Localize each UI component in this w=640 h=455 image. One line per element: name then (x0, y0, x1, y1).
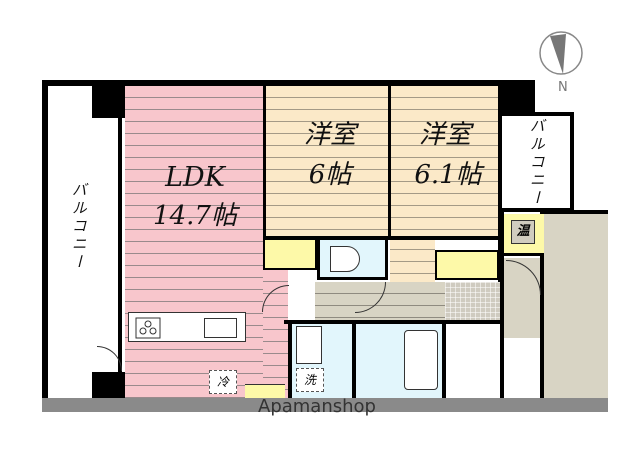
ldk-label: LDK (165, 162, 225, 193)
hallway (315, 282, 445, 322)
pantry (245, 384, 285, 398)
kitchen-counter (128, 312, 246, 342)
wall (263, 236, 503, 240)
bathtub-icon (404, 330, 438, 390)
wall (284, 320, 500, 324)
washer-space: 洗 (296, 368, 324, 392)
room-western-2-ext (390, 238, 435, 282)
western-2-label: 洋室 (418, 120, 471, 150)
closet-1 (263, 238, 317, 270)
shoe-storage (446, 324, 500, 398)
room-western-1 (263, 86, 388, 238)
stove-icon (135, 317, 161, 339)
compass-north-label: N (558, 80, 568, 95)
western-1-label: 洋室 (303, 120, 356, 150)
bottom-band (42, 398, 608, 412)
sink-icon (204, 318, 237, 338)
water-heater-closet: 温 (504, 214, 544, 256)
vanity-icon (296, 326, 322, 364)
water-heater: 温 (511, 220, 535, 244)
pillar (92, 372, 125, 400)
western-2-size: 6.1帖 (414, 160, 482, 190)
balcony-left-label: バルコニー (69, 182, 88, 272)
ldk-size: 14.7帖 (153, 201, 237, 231)
compass-icon (539, 31, 583, 75)
outer-wall-top (42, 80, 535, 86)
washroom: 洗 (288, 324, 356, 398)
toilet (317, 240, 388, 280)
genkan-tile (445, 282, 500, 322)
room-ldk (125, 86, 263, 398)
balcony-left (48, 86, 122, 400)
outer-wall-left (42, 80, 48, 410)
wall (498, 80, 504, 410)
room-ldk-ext (263, 270, 288, 398)
closet-2 (435, 250, 499, 280)
watermark: Apamanshop (258, 396, 376, 417)
pillar (498, 80, 535, 116)
fridge-space: 冷 (209, 370, 237, 394)
western-1-size: 6帖 (308, 160, 352, 190)
room-western-2 (388, 86, 500, 238)
bathroom (356, 324, 446, 398)
pillar (92, 80, 125, 118)
balcony-right-label: バルコニー (527, 118, 546, 208)
balcony-right (502, 112, 574, 212)
common-corridor (540, 210, 608, 400)
toilet-icon (330, 246, 360, 272)
